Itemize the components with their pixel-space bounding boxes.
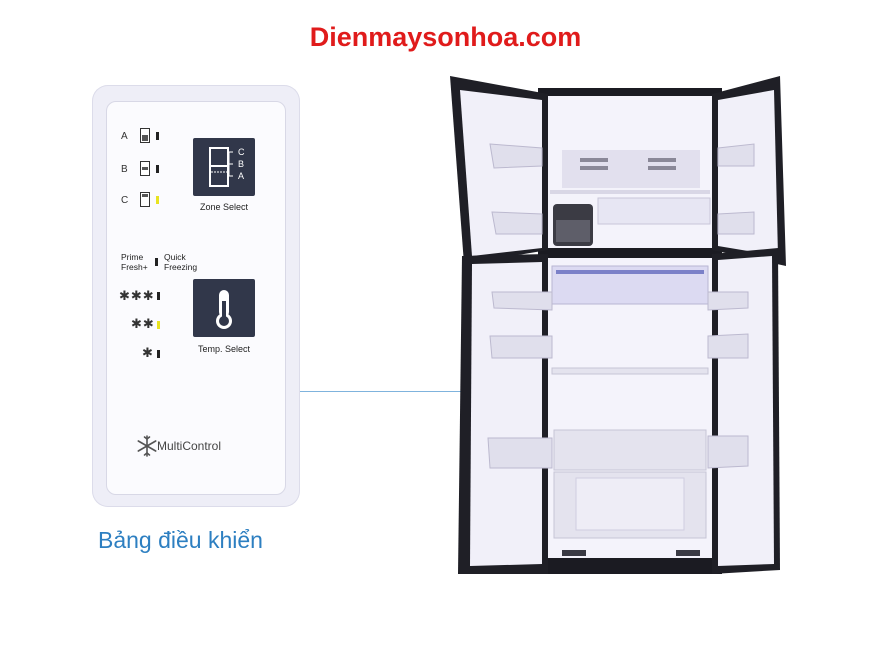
snowflake-icon	[137, 435, 157, 457]
pointer-line	[300, 391, 556, 392]
thermometer-icon	[216, 290, 232, 329]
zone-b-label: B	[121, 164, 128, 175]
zone-a-led	[156, 132, 159, 140]
control-panel-face: A B C C B A Zone Select Pr	[106, 101, 286, 495]
zone-c-label: C	[121, 195, 129, 206]
zone-a-symbol	[140, 128, 150, 143]
temp-select-button	[193, 279, 255, 337]
temp-level-mid: ✱✱	[131, 317, 155, 332]
zone-scale-a: A	[238, 171, 245, 181]
zone-a-label: A	[121, 131, 128, 142]
zone-scale-b: B	[238, 159, 245, 169]
temp-high-led	[157, 292, 160, 300]
temp-select-label: Temp. Select	[197, 344, 251, 354]
temp-level-low: ✱	[142, 346, 154, 361]
prime-fresh-led	[155, 258, 158, 266]
zone-select-label: Zone Select	[199, 202, 249, 212]
temp-level-high: ✱✱✱	[119, 289, 155, 304]
quick-freezing-label: Quick Freezing	[164, 252, 198, 272]
fridge-zone-icon	[209, 147, 233, 187]
temp-mid-led	[157, 321, 160, 329]
zone-c-symbol	[140, 192, 150, 207]
site-title: Dienmaysonhoa.com	[309, 22, 582, 52]
brand-label: MultiControl	[157, 439, 222, 453]
zone-scale-c: C	[238, 147, 245, 157]
zone-c-led	[156, 196, 159, 204]
control-panel: A B C C B A Zone Select Pr	[92, 85, 300, 507]
zone-select-button: C B A	[193, 138, 255, 196]
zone-b-led	[156, 165, 159, 173]
prime-fresh-label: Prime Fresh+	[121, 252, 148, 272]
temp-low-led	[157, 350, 160, 358]
zone-b-symbol	[140, 161, 150, 176]
refrigerator-image	[450, 76, 786, 574]
panel-caption: Bảng điều khiển	[98, 527, 263, 553]
